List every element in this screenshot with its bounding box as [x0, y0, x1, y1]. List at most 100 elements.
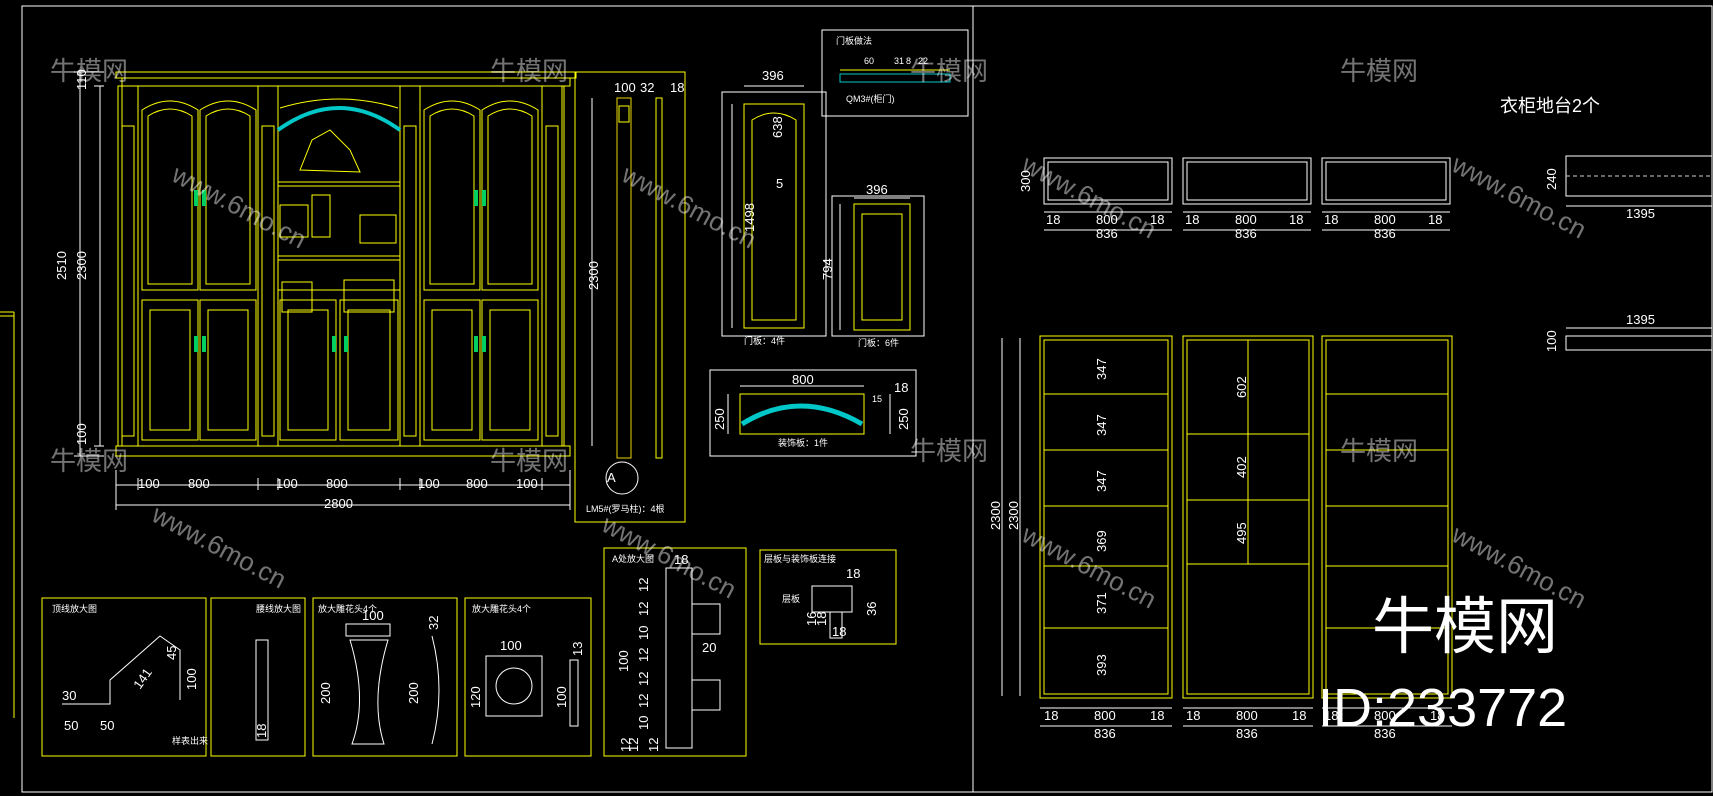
wardrobe-1-side: 18	[1044, 708, 1058, 723]
plinth-side: 240 1395	[1544, 155, 1713, 221]
deco-thick: 18	[894, 380, 908, 395]
detail-a-dim-8: 12	[618, 738, 633, 752]
watermark-brand-small-1: 牛模网	[50, 56, 128, 86]
wardrobe-3-total: 836	[1374, 726, 1396, 741]
detail-crown-title: 顶线放大图	[52, 603, 97, 614]
detail-crown-dim-6: 45	[164, 646, 179, 660]
plinth-1-inner: 800	[1096, 212, 1118, 227]
main-dim-6: 800	[466, 476, 488, 491]
plinth-3-side: 18	[1324, 212, 1338, 227]
wardrobe-1-height: 2300	[988, 501, 1003, 530]
detail-joint-dim-1: 18	[846, 566, 860, 581]
detail-joint-note: 层板	[782, 593, 800, 604]
detail-a-dim-1: 12	[636, 578, 651, 592]
watermark-brand-small-3: 牛模网	[910, 56, 988, 86]
column-caption: LM5#(罗马柱)：4根	[586, 503, 665, 514]
detail-carving-b-title: 放大雕花头4个	[472, 603, 531, 614]
wardrobe-1-shelf-1: 347	[1094, 358, 1109, 380]
wardrobe-3-inner: 800	[1374, 708, 1396, 723]
door-glass-height: 1498	[742, 203, 757, 232]
detail-a-dim-11: 20	[702, 640, 716, 655]
detail-joint-title: 层板与装饰板连接	[764, 553, 836, 564]
wardrobe-1-shelf-4: 369	[1094, 530, 1109, 552]
wardrobe-2-shelf-3: 495	[1234, 522, 1249, 544]
detail-carving-a: 放大雕花头4个 100 32 200 200	[312, 597, 458, 757]
plinth-1-height: 300	[1018, 170, 1033, 192]
deco-height: 250	[712, 408, 727, 430]
detail-a-dim-top: 18	[674, 552, 688, 567]
door-note-title: 门板做法	[836, 35, 872, 46]
watermark-brand-small-5: 牛模网	[50, 446, 128, 476]
wardrobe-1-shelf-3: 347	[1094, 470, 1109, 492]
door-note-dim-2: 31	[894, 56, 904, 66]
plinth-2-total: 836	[1235, 226, 1257, 241]
detail-a-dim-3: 10	[636, 626, 651, 640]
watermark-brand-small-2: 牛模网	[490, 56, 568, 86]
column-dim-3: 18	[670, 80, 684, 95]
detail-a-dim-9: 12	[626, 738, 641, 752]
detail-crown-dim-2: 30	[62, 688, 76, 703]
detail-crown-dim-1: 50	[64, 718, 78, 733]
watermark-brand-small-7: 牛模网	[910, 436, 988, 466]
plinth-side-height: 240	[1544, 168, 1559, 190]
plinth-1-total: 836	[1096, 226, 1118, 241]
door-glass-width: 396	[762, 68, 784, 83]
main-height-body: 2300	[74, 251, 89, 280]
watermark-id: ID:233772	[1318, 678, 1567, 738]
door-panel: 396 794 门板：6件	[820, 182, 925, 348]
watermark-site-2: www.6mo.cn	[616, 158, 761, 254]
wardrobe-2-shelf-2: 402	[1234, 456, 1249, 478]
main-height-base: 100	[74, 423, 89, 445]
deco-height-right: 250	[896, 408, 911, 430]
plinth-2-side-r: 18	[1289, 212, 1303, 227]
wardrobe-2-inner: 800	[1236, 708, 1258, 723]
detail-a-dim-10: 100	[616, 650, 631, 672]
wardrobe-1-total: 836	[1094, 726, 1116, 741]
detail-a-dim-4: 12	[636, 648, 651, 662]
plinth-side-2: 100 1395	[1544, 312, 1713, 352]
column-height: 2300	[586, 261, 601, 290]
wardrobe-3-side: 18	[1324, 708, 1338, 723]
watermark-site-5: www.6mo.cn	[146, 498, 291, 594]
detail-a-dim-12: 12	[646, 738, 661, 752]
watermark-brand: 牛模网	[1372, 593, 1558, 662]
door-glass-top-label: 638	[770, 116, 785, 138]
deco-board: 800 250 250 18 15 装饰板：1件	[709, 369, 917, 457]
detail-carving-a-title: 放大雕花头4个	[318, 603, 377, 614]
plinth-3: 18 800 18 836	[1321, 157, 1451, 241]
detail-carving-b-dim-3: 120	[468, 686, 483, 708]
detail-crown: 顶线放大图 50 30 50 141 100 45 样表出来	[41, 597, 208, 757]
detail-crown-dim-5: 100	[184, 668, 199, 690]
detail-carving-a-dim-1: 100	[362, 608, 384, 623]
detail-a-dim-2: 12	[636, 602, 651, 616]
watermark-brand-small-4: 牛模网	[1340, 56, 1418, 86]
detail-crown-note: 样表出来	[172, 735, 208, 746]
door-glass-mid-label: 5	[776, 176, 783, 191]
door-note-dim-3: 8	[906, 56, 911, 66]
wardrobe-2: 602 402 495 18 800 18 836	[1182, 335, 1314, 741]
detail-waist-title: 腰线放大图	[256, 603, 301, 614]
wardrobe-1: 2300 2300 347 347 347 369 371 393 18 800…	[988, 335, 1173, 741]
door-note: 门板做法 60 31 8 22 QM3#(柜门)	[821, 29, 969, 117]
detail-joint-dim-5: 18	[814, 612, 829, 626]
deco-caption: 装饰板：1件	[778, 437, 828, 448]
detail-crown-dim-4: 141	[130, 665, 155, 691]
wardrobe-1-shelf-5: 371	[1094, 592, 1109, 614]
detail-carving-a-dim-3: 200	[318, 682, 333, 704]
main-elevation: 100 800 100 800 100 800 100 2800 2510 23…	[54, 69, 577, 511]
plinth-3-inner: 800	[1374, 212, 1396, 227]
wardrobe-2-side: 18	[1186, 708, 1200, 723]
deco-offset: 15	[872, 394, 882, 404]
detail-carving-b: 放大雕花头4个 100 13 120 100	[464, 597, 592, 757]
main-dim-4: 800	[326, 476, 348, 491]
door-glass: 396 1498 638 5 门板：4件	[721, 68, 827, 346]
plinth-2-side: 18	[1185, 212, 1199, 227]
right-title: 衣柜地台2个	[1500, 96, 1600, 116]
wardrobe-1-shelf-6: 393	[1094, 654, 1109, 676]
plinth-2: 18 800 18 836	[1182, 157, 1312, 241]
door-note-caption: QM3#(柜门)	[846, 93, 895, 104]
detail-joint-dim-4: 16	[804, 612, 819, 626]
detail-carving-b-dim-2: 13	[570, 642, 585, 656]
plinth-side-width: 1395	[1626, 206, 1655, 221]
wardrobe-1-side-r: 18	[1150, 708, 1164, 723]
